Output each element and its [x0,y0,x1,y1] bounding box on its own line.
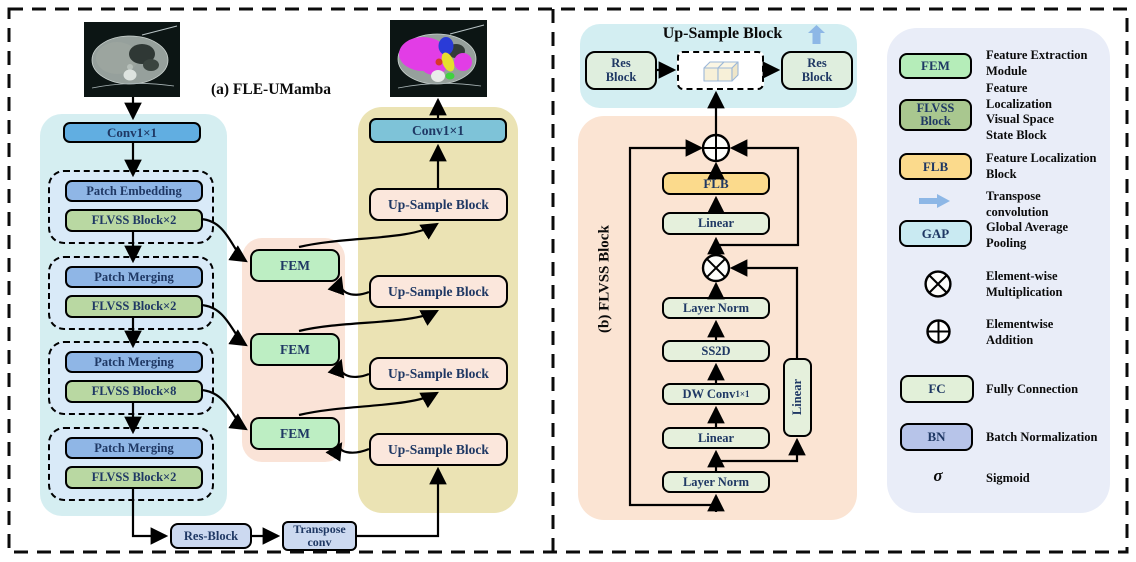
legend-flvss-desc: Feature Localization Visual Space State … [986,81,1054,142]
encoder-stage-1: Patch Embedding FLVSS Block×2 [48,170,214,244]
legend-bn-box: BN [900,423,973,451]
fem-box-2: FEM [250,333,340,366]
flvss-block-x2-box: FLVSS Block×2 [65,209,203,232]
panel-a-title: (a) FLE-UMamba [210,81,332,98]
legend-sigma-icon: σ [933,466,943,485]
upsample-block-1: Up-Sample Block [369,188,508,221]
encoder-stage-2: Patch Merging FLVSS Block×2 [48,256,214,330]
res-block-left: Res Block [585,51,657,90]
output-ct-graphic [390,20,487,97]
res-block-box: Res-Block [170,523,252,549]
legend-multiply-desc: Element-wise Multiplication [986,269,1063,299]
legend-add-icon [926,319,951,349]
legend-gap-box: GAP [899,220,972,247]
patch-merging-box: Patch Merging [65,266,203,288]
legend-gap-desc: Global Average Pooling [986,220,1069,250]
legend-fc-box: FC [900,375,974,403]
fem-box-1: FEM [250,249,340,282]
flvss-block-x2-box: FLVSS Block×2 [65,466,203,489]
linear-top-box: Linear [662,212,770,235]
flvss-block-x8-box: FLVSS Block×8 [65,380,203,403]
flb-box: FLB [662,172,770,195]
linear-side-label: Linear [790,379,804,416]
upsample-block-2: Up-Sample Block [369,275,508,308]
linear-bottom-box: Linear [662,427,770,449]
input-ct-image [84,22,180,97]
patch-merging-box: Patch Merging [65,437,203,459]
patch-merging-box: Patch Merging [65,351,203,373]
upsample-block-3: Up-Sample Block [369,357,508,390]
encoder-stage-3: Patch Merging FLVSS Block×8 [48,341,214,415]
ss2d-box: SS2D [662,340,770,362]
legend-flvss-box: FLVSS Block [899,99,972,131]
legend-bn-desc: Batch Normalization [986,430,1098,444]
legend-sigma-desc: Sigmoid [986,471,1030,485]
transpose-conv-box: Transpose conv [282,521,357,551]
layer-norm-bottom-box: Layer Norm [662,471,770,493]
legend-transpose-desc: Transpose convolution [986,189,1049,219]
flvss-block-x2-box: FLVSS Block×2 [65,295,203,318]
linear-side-box: Linear [783,358,812,437]
legend-flb-box: FLB [899,153,972,180]
encoder-stage-4: Patch Merging FLVSS Block×2 [48,427,214,501]
panel-b-title: (b) FLVSS Block [596,225,613,333]
legend-fc-desc: Fully Connection [986,382,1079,396]
voxel-cubes-icon [702,60,739,82]
transpose-conv-up-arrow-icon [808,25,825,49]
legend-add-desc: Elementwise Addition [986,317,1054,347]
input-ct-graphic [84,22,180,97]
decoder-conv1x1: Conv1×1 [369,118,507,143]
dw-conv-subscript: 1×1 [735,389,750,399]
upsample-block-4: Up-Sample Block [369,433,508,466]
res-block-right: Res Block [781,51,853,90]
dw-conv-label: DW Conv [682,386,736,401]
layer-norm-top-box: Layer Norm [662,297,770,319]
output-segmentation-image [390,20,487,97]
fem-box-3: FEM [250,417,340,450]
legend-multiply-icon [924,270,952,303]
encoder-conv1x1: Conv1×1 [63,122,201,143]
legend-fem-box: FEM [899,53,972,79]
legend-fem-desc: Feature Extraction Module [986,48,1088,78]
transpose-conv-cube-box [677,51,764,90]
legend-transpose-arrow-icon [919,194,950,213]
legend-flb-desc: Feature Localization Block [986,151,1097,181]
patch-embedding-box: Patch Embedding [65,180,203,202]
upsample-panel-title: Up-Sample Block [662,25,783,42]
